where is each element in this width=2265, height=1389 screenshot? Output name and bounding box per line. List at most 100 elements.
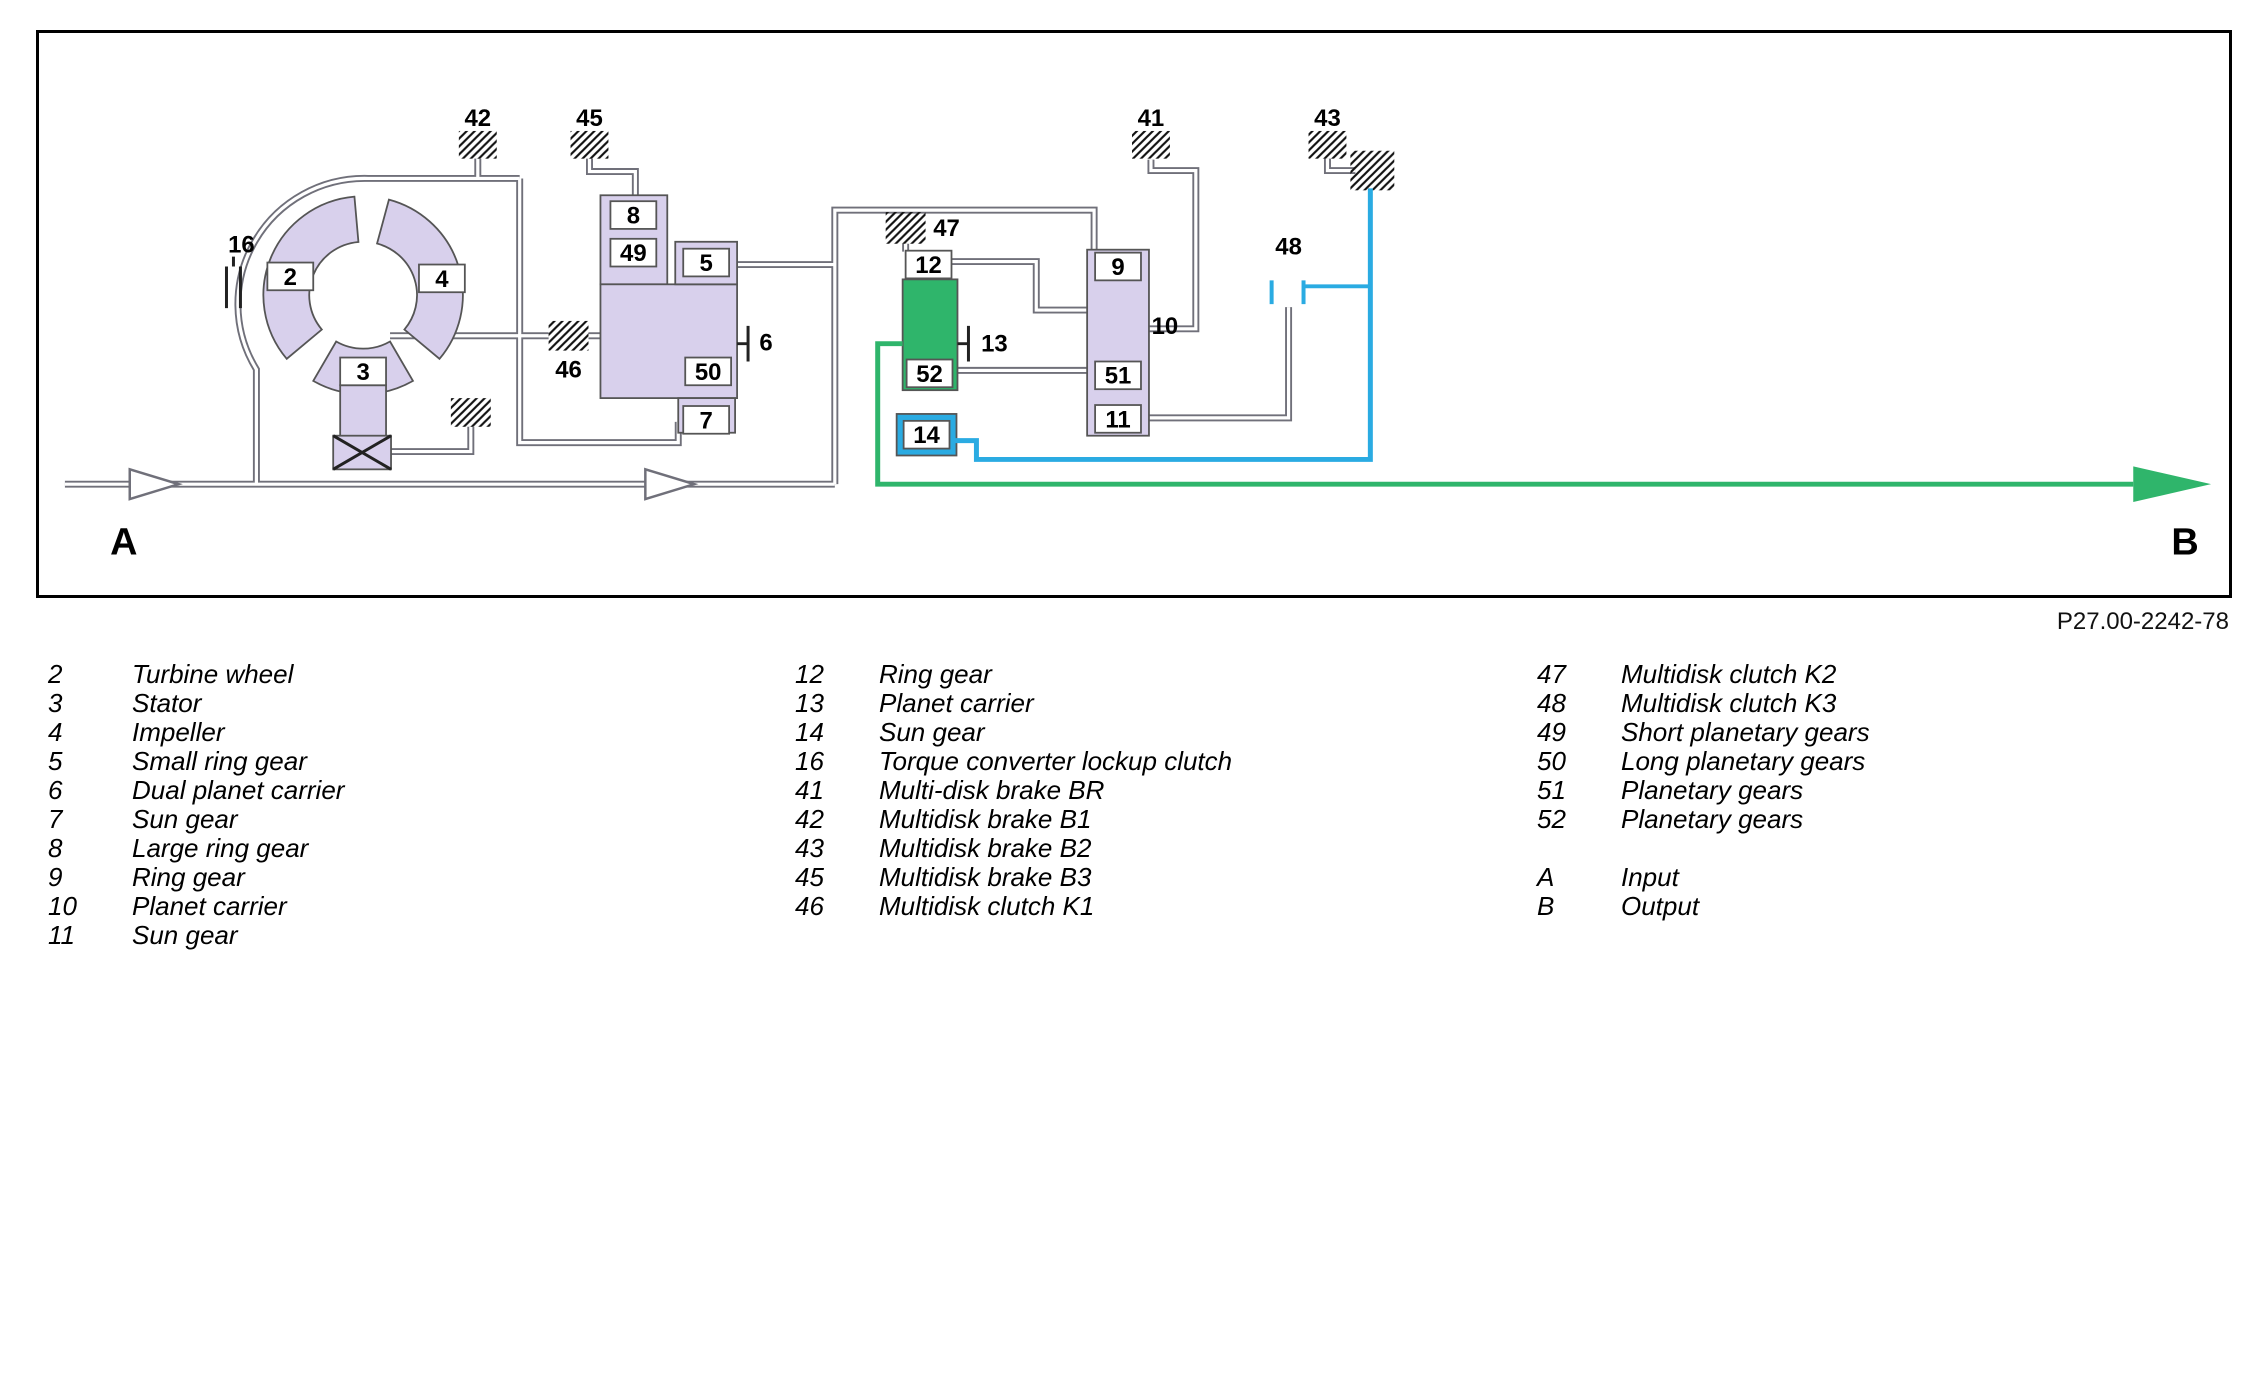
torque-converter (224, 195, 464, 471)
legend-item-number: 9 (48, 862, 63, 892)
legend-item-number: 3 (48, 688, 63, 718)
lockup-clutch-symbol (224, 256, 242, 309)
legend-item-number: 42 (795, 804, 824, 834)
part-label-51: 51 (1105, 363, 1132, 390)
legend-item-number: 48 (1537, 688, 1566, 718)
part-label-3: 3 (356, 359, 369, 386)
legend-item-text: Sun gear (132, 920, 238, 950)
legend-item-number: 5 (48, 746, 63, 776)
legend-item-number: 46 (795, 891, 824, 921)
legend-item-text: Planetary gears (1621, 775, 1804, 805)
legend-item-number: 2 (48, 659, 63, 689)
legend-item: 43 Multidisk brake B2 (795, 834, 1232, 863)
legend-item-text: Turbine wheel (132, 659, 294, 689)
part-label-5: 5 (700, 250, 713, 277)
part-label-48: 48 (1275, 234, 1302, 261)
front-gearset (599, 194, 750, 434)
label-box-11 (1094, 404, 1142, 434)
part-label-13: 13 (981, 331, 1008, 358)
legend-item: 45 Multidisk brake B3 (795, 863, 1232, 892)
legend-item-text: Multidisk clutch K3 (1621, 688, 1837, 718)
legend-item-number: 10 (48, 891, 77, 921)
legend-item-text: Planetary gears (1621, 804, 1804, 834)
output-label: B (2171, 521, 2198, 563)
label-box-5 (682, 247, 731, 278)
output-arrow-icon (2133, 466, 2212, 502)
legend-item-number: 43 (795, 833, 824, 863)
legend-item-text: Input (1621, 862, 1679, 892)
legend-item-text: Multi-disk brake BR (879, 775, 1105, 805)
part-label-16: 16 (228, 232, 255, 259)
clutch-k2-hatch-icon (885, 212, 926, 244)
label-box-3 (339, 356, 387, 387)
part-label-43: 43 (1314, 105, 1341, 132)
legend-item-text: Sun gear (879, 717, 985, 747)
legend-item-text: Impeller (132, 717, 225, 747)
part-label-4: 4 (435, 266, 449, 293)
part-label-11: 11 (1105, 406, 1130, 433)
planet-carrier-bar-13 (957, 325, 970, 362)
brake-b2-disk-pack-icon (1350, 150, 1395, 191)
legend-item-number: 51 (1537, 775, 1566, 805)
power-flow-lines (875, 188, 2212, 502)
schematic-frame: 2 4 3 8 49 5 50 7 12 52 14 9 51 11 16 42… (36, 30, 2232, 598)
legend-item-number: 16 (795, 746, 824, 776)
stator-ground-hatch-icon (450, 398, 491, 427)
legend-item: 3 Stator (48, 689, 344, 718)
legend-item-text: Multidisk brake B2 (879, 833, 1092, 863)
legend-item-number: 13 (795, 688, 824, 718)
part-label-52: 52 (916, 361, 943, 388)
label-box-50 (684, 356, 733, 387)
part-label-12: 12 (915, 252, 942, 279)
brake-b3-hatch-icon (570, 130, 609, 159)
legend-item: 13 Planet carrier (795, 689, 1232, 718)
legend-item-text: Ring gear (132, 862, 245, 892)
legend-item-text: Ring gear (879, 659, 992, 689)
part-label-50: 50 (695, 359, 722, 386)
legend-item: 16 Torque converter lockup clutch (795, 747, 1232, 776)
label-box-12 (904, 249, 953, 280)
part-label-8: 8 (627, 203, 640, 230)
label-box-7 (682, 405, 731, 435)
legend-item-text: Torque converter lockup clutch (879, 746, 1233, 776)
part-label-14: 14 (913, 422, 940, 449)
legend-item-text: Stator (132, 688, 202, 718)
legend-item-text: Output (1621, 891, 1700, 921)
label-box-51 (1094, 360, 1142, 391)
legend-item-number: 52 (1537, 804, 1566, 834)
legend-item: 46 Multidisk clutch K1 (795, 892, 1232, 921)
input-arrows (128, 467, 699, 501)
part-label-6: 6 (759, 330, 772, 357)
legend-item: 48 Multidisk clutch K3 (1537, 689, 1870, 718)
part-label-7: 7 (700, 407, 713, 434)
legend-item-input: A Input (1537, 863, 1870, 892)
label-box-8 (609, 200, 658, 230)
part-label-41: 41 (1138, 105, 1165, 132)
ground-symbols (450, 130, 1395, 427)
legend-gap (1537, 834, 1870, 863)
legend-item-text: Planet carrier (879, 688, 1034, 718)
legend-item-number: A (1537, 862, 1555, 892)
legend-item-text: Multidisk brake B3 (879, 862, 1092, 892)
legend-item-text: Dual planet carrier (132, 775, 345, 805)
k3-flow-line (954, 188, 1373, 462)
legend-item-text: Multidisk clutch K1 (879, 891, 1095, 921)
label-box-9 (1094, 251, 1142, 282)
legend-item: 52 Planetary gears (1537, 805, 1870, 834)
brake-br-hatch-icon (1132, 130, 1170, 159)
legend-item-number: 41 (795, 775, 824, 805)
legend-item-text: Small ring gear (132, 746, 307, 776)
legend-item-number: 7 (48, 804, 63, 834)
legend-item: 41 Multi-disk brake BR (795, 776, 1232, 805)
legend-item: 5 Small ring gear (48, 747, 344, 776)
legend-item-number: 45 (795, 862, 824, 892)
brake-b1-hatch-icon (458, 130, 497, 159)
legend-item-number: 47 (1537, 659, 1566, 689)
